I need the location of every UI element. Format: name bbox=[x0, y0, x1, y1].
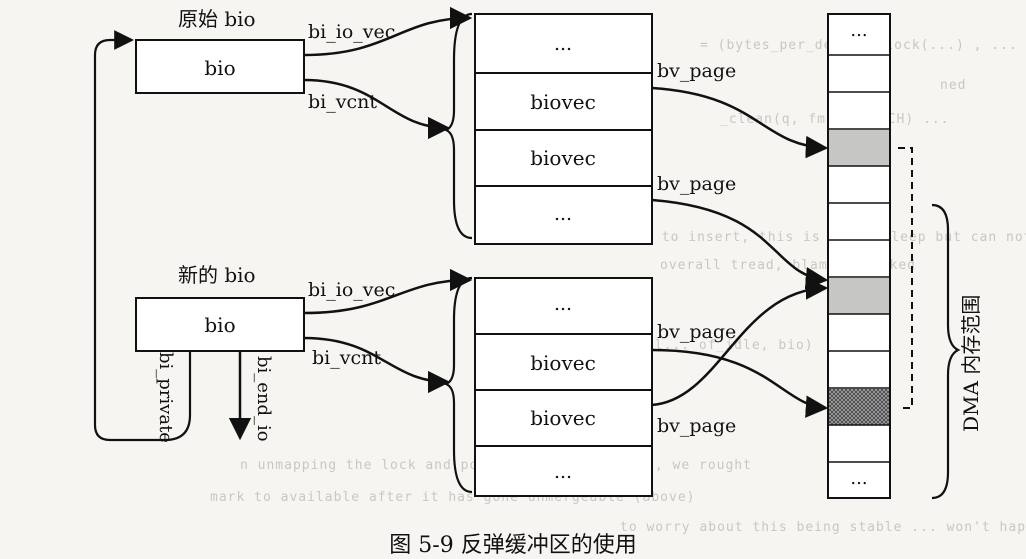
memory-bottom-ellipsis: ... bbox=[850, 468, 867, 489]
original-bi-io-vec-label: bi_io_vec bbox=[308, 21, 395, 43]
original-bio-box bbox=[135, 39, 305, 94]
new-bi-vcnt-label: bi_vcnt bbox=[312, 347, 381, 369]
top-biovec1-to-page-arrow bbox=[651, 86, 829, 159]
memory-top-ellipsis: ... bbox=[850, 20, 867, 41]
dma-range-label: DMA 内存范围 bbox=[959, 295, 983, 432]
original-vec-brace bbox=[442, 12, 473, 240]
figure-caption: 图 5-9 反弹缓冲区的使用 bbox=[389, 533, 636, 558]
bv-page-label-3: bv_page bbox=[657, 321, 736, 343]
new-vec-brace bbox=[442, 276, 473, 494]
top-vec-row: ... bbox=[554, 33, 572, 55]
dma-page-shaded bbox=[829, 130, 889, 166]
original-io-vec-arrow bbox=[303, 6, 473, 57]
bottom-biovec1-to-page-arrow bbox=[651, 348, 829, 418]
new-io-vec-arrow bbox=[303, 268, 473, 315]
new-bio-title: 新的 bio bbox=[178, 263, 256, 287]
bottom-biovec2-to-page-arrow bbox=[651, 277, 829, 407]
bottom-vec-row: biovec bbox=[530, 406, 596, 430]
original-vcnt-arrow bbox=[303, 78, 451, 140]
background-text-line: to worry about this being stable ... won… bbox=[620, 520, 1026, 535]
memory-page-column bbox=[827, 13, 891, 499]
bottom-vec-row: ... bbox=[554, 293, 572, 315]
bv-page-label-1: bv_page bbox=[657, 60, 736, 82]
background-text-line: e fail to insert, this is ninth sleep bu… bbox=[600, 230, 1026, 245]
background-text-line: ned bbox=[940, 78, 967, 93]
new-bio-box-label: bio bbox=[204, 313, 235, 337]
bounce-page-hatched bbox=[829, 389, 889, 425]
original-bi-vcnt-label: bi_vcnt bbox=[308, 91, 377, 113]
original-bio-title: 原始 bio bbox=[178, 7, 256, 31]
bv-page-label-4: bv_page bbox=[657, 415, 736, 437]
dma-range-brace bbox=[931, 203, 961, 500]
dma-dashed-bracket bbox=[898, 147, 913, 409]
top-biovec2-to-page-arrow bbox=[651, 198, 829, 290]
bi-end-io-label: bi_end_io bbox=[253, 356, 274, 442]
top-vec-row: biovec bbox=[530, 146, 596, 170]
bv-page-label-2: bv_page bbox=[657, 173, 736, 195]
dma-page-shaded bbox=[829, 278, 889, 314]
bottom-vec-row: ... bbox=[554, 461, 572, 483]
bi-private-loop-arrow bbox=[93, 30, 192, 442]
bottom-biovec-table bbox=[474, 277, 653, 497]
new-bio-box bbox=[135, 297, 305, 352]
original-bio-box-label: bio bbox=[204, 56, 235, 80]
new-bi-io-vec-label: bi_io_vec bbox=[308, 279, 395, 301]
bottom-vec-row: biovec bbox=[530, 351, 596, 375]
bi-private-label: bi_private bbox=[155, 352, 176, 443]
top-vec-row: ... bbox=[554, 203, 572, 225]
new-vcnt-arrow bbox=[303, 336, 451, 394]
top-vec-row: biovec bbox=[530, 90, 596, 114]
